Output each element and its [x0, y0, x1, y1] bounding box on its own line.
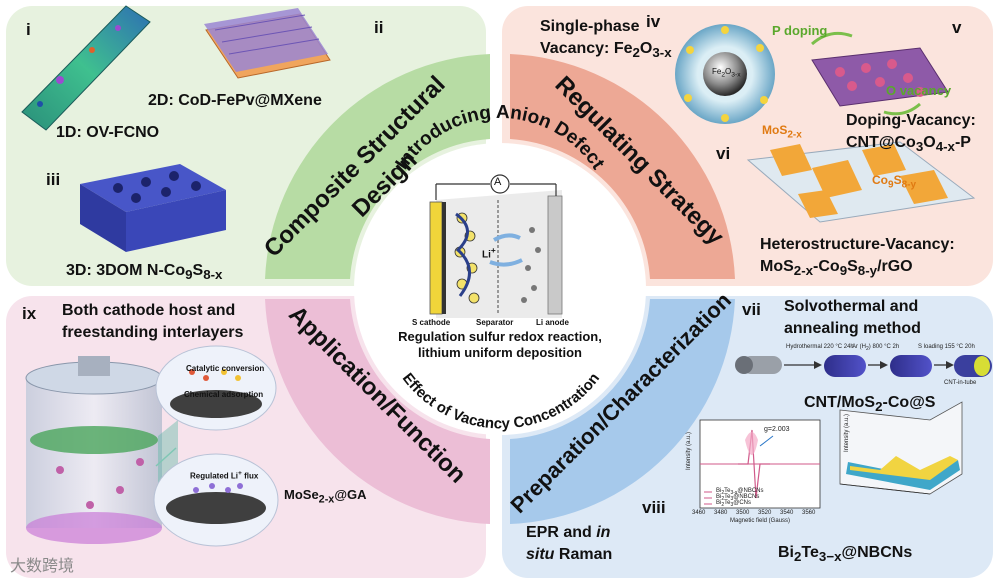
label-mos2-tag: MoS2-x: [762, 123, 802, 141]
center-caption-line2: lithium uniform deposition: [418, 345, 582, 360]
label-cnt-mos2: CNT/MoS2-Co@S: [804, 394, 936, 415]
bubble-adsorption: Chemical adsorption: [184, 390, 264, 399]
step-annealing: Ar (H2) 800 °C 2h: [852, 344, 900, 353]
label-num-viii: viii: [642, 498, 666, 517]
label-cathode-host: Both cathode host and: [62, 302, 236, 319]
co3o4-plate-illustration: [811, 31, 949, 116]
epr-tick-5: 3540: [780, 510, 794, 516]
label-solvothermal: Solvothermal and: [784, 298, 919, 315]
label-cnt-co3o4: CNT@Co3O4-x-P: [846, 134, 971, 155]
cell-jar-illustration: [25, 356, 178, 544]
label-p-doping: P doping: [772, 23, 828, 38]
bubble-li-flux: Regulated Li+ flux: [190, 470, 259, 481]
label-sphere-core: Fe2O3-x: [712, 67, 741, 79]
ring-sector-regulating: [510, 54, 735, 279]
epr-tick-1: 3460: [692, 510, 706, 516]
separator-label: Separator: [476, 318, 514, 327]
epr-g-label: g=2.003: [764, 426, 790, 433]
ring-sector-composite: [265, 54, 490, 279]
center-caption-line1: Regulation sulfur redox reaction,: [398, 329, 602, 344]
label-num-i: i: [26, 20, 31, 39]
label-raman: situ Raman: [526, 546, 613, 563]
bubble-catalytic: Catalytic conversion: [186, 364, 265, 373]
label-num-ii: ii: [374, 18, 384, 37]
ring-sector-application: [265, 299, 490, 524]
epr-legend-2: Bi2Te3@NBCNs: [716, 494, 760, 503]
label-2d: 2D: CoD-FePv@MXene: [148, 92, 322, 109]
label-o-vacancy: O vacancy: [886, 83, 952, 98]
ring-sector-preparation: [510, 299, 735, 524]
li-ion-label: Li+: [482, 245, 496, 261]
label-interlayers: freestanding interlayers: [62, 324, 244, 341]
epr-legend-3: Bi2Te3@CNs: [716, 500, 752, 509]
label-single-phase: Single-phase: [540, 18, 640, 35]
process-flow-illustration: [735, 355, 992, 377]
watermark: 大数跨境: [10, 558, 75, 575]
cathode-label: S cathode: [412, 318, 451, 327]
label-num-ix: ix: [22, 304, 37, 323]
meter-label: A: [494, 176, 502, 188]
label-bi2te3: Bi2Te3−x@NBCNs: [778, 544, 913, 565]
raman-3d-plot: [839, 401, 963, 495]
label-num-iii: iii: [46, 170, 61, 189]
step-hydrothermal: Hydrothermal 220 °C 24h: [786, 344, 854, 350]
rod-1d-illustration: [21, 5, 151, 131]
epr-tick-4: 3520: [758, 510, 772, 516]
label-num-v: v: [952, 18, 962, 37]
step-cnt: CNT-in-tube: [944, 380, 977, 386]
label-num-iv: iv: [646, 12, 661, 31]
hetero-sheet-illustration: [746, 141, 976, 223]
epr-plot: [699, 419, 821, 509]
label-mose2: MoSe2-x@GA: [284, 487, 367, 506]
epr-tick-2: 3480: [714, 510, 728, 516]
label-3d: 3D: 3DOM N-Co9S8-x: [66, 262, 223, 283]
label-doping-vacancy: Doping-Vacancy:: [846, 112, 976, 129]
step-sulfur: S loading 155 °C 20h: [918, 344, 975, 350]
anode-label: Li anode: [536, 318, 569, 327]
mxene-2d-illustration: [204, 8, 331, 79]
epr-xlabel: Magnetic field (Gauss): [730, 518, 791, 524]
epr-legend-1: Bi2Te3-x@NBCNs: [716, 488, 764, 497]
adsorption-bubble: [155, 345, 277, 431]
raman-ylabel: Intensity (a.u.): [844, 413, 850, 452]
label-annealing: annealing method: [784, 320, 921, 337]
label-single-phase-vacancy: Vacancy: Fe2O3-x: [540, 40, 672, 61]
label-heterostructure: Heterostructure-Vacancy:: [760, 236, 955, 253]
epr-tick-6: 3560: [802, 510, 816, 516]
label-co9s8-tag: Co9S8-y: [872, 173, 917, 191]
label-epr: EPR and in: [526, 524, 611, 541]
battery-schematic: [429, 174, 563, 318]
label-num-vii: vii: [742, 300, 761, 319]
bubble-connector: [155, 447, 177, 467]
epr-tick-3: 3500: [736, 510, 750, 516]
label-num-vi: vi: [716, 144, 731, 163]
epr-ylabel: Intensity (a.u.): [686, 431, 692, 470]
fe2o3-sphere-illustration: [675, 24, 775, 124]
label-mos2-co9s8: MoS2-x-Co9S8-y/rGO: [760, 258, 913, 279]
li-flux-bubble: [153, 453, 279, 547]
lattice-3d-illustration: [80, 164, 226, 252]
label-1d: 1D: OV-FCNO: [56, 124, 160, 141]
